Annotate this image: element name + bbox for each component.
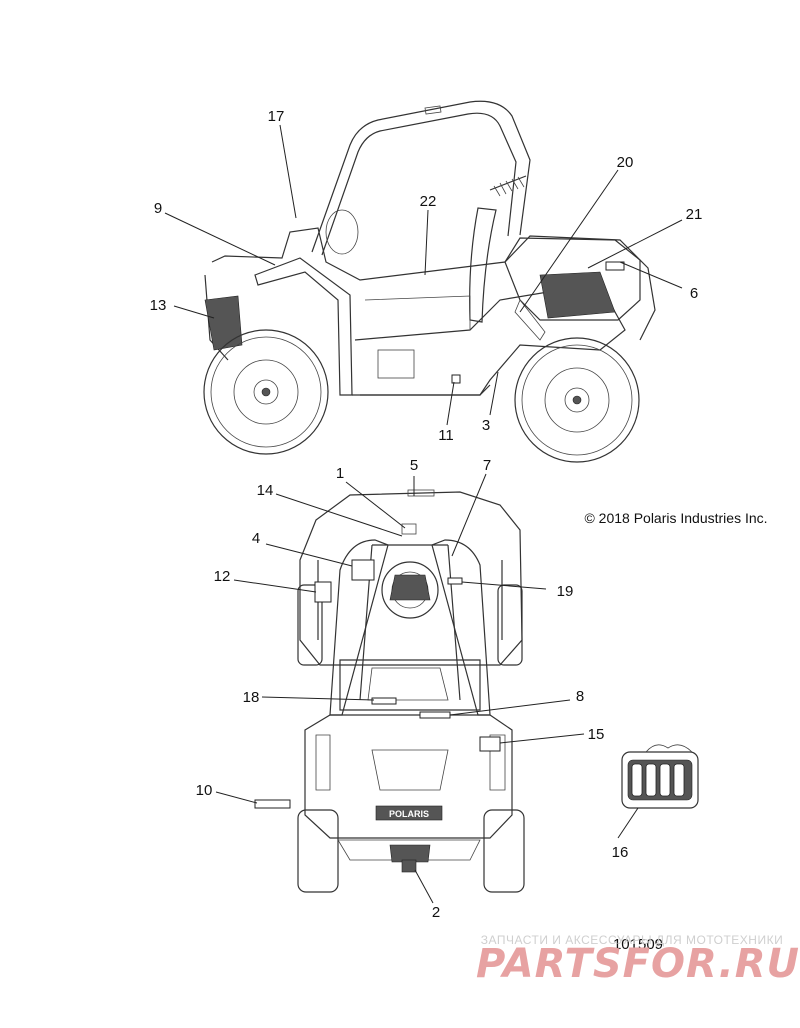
callout-19: 19 — [557, 583, 574, 600]
decal-top-12 — [314, 581, 332, 603]
vehicle-top-view: POLARIS — [297, 489, 525, 893]
front-wheel — [203, 329, 329, 455]
decal-top-19 — [447, 577, 463, 585]
decal-sheet-16 — [621, 744, 699, 809]
callout-7: 7 — [483, 457, 491, 474]
figure-number: 101509 — [613, 936, 663, 953]
callout-1: 1 — [336, 465, 344, 482]
rear-wheel — [514, 337, 640, 463]
callout-2: 2 — [432, 904, 440, 921]
decal-top-15 — [479, 736, 501, 752]
decal-side-11 — [451, 374, 461, 384]
callout-22: 22 — [420, 193, 437, 210]
callout-5: 5 — [410, 457, 418, 474]
decal-top-18 — [371, 697, 397, 705]
callout-12: 12 — [214, 568, 231, 585]
callout-11: 11 — [438, 427, 454, 444]
shock-spring — [489, 175, 527, 197]
vehicle-side-view — [203, 100, 656, 463]
callout-20: 20 — [617, 154, 634, 171]
callout-3: 3 — [482, 417, 490, 434]
callout-15: 15 — [588, 726, 605, 743]
front-badge-text: POLARIS — [389, 809, 429, 819]
callout-4: 4 — [252, 530, 260, 547]
leader-lines — [164, 124, 683, 904]
copyright-notice: © 2018 Polaris Industries Inc. — [584, 510, 767, 526]
callout-18: 18 — [243, 689, 260, 706]
decal-10 — [254, 799, 291, 809]
callout-17: 17 — [268, 108, 285, 125]
callout-14: 14 — [257, 482, 274, 499]
decal-side-6 — [605, 261, 625, 271]
callout-13: 13 — [150, 297, 167, 314]
decal-top-8 — [419, 711, 451, 719]
callout-6: 6 — [690, 285, 698, 302]
callouts: 17 9 22 20 21 6 13 11 3 1 5 7 14 4 12 19… — [150, 108, 703, 921]
front-badge — [375, 805, 443, 821]
callout-10: 10 — [196, 782, 213, 799]
callout-9: 9 — [154, 200, 162, 217]
decal-top-4 — [351, 559, 375, 581]
callout-21: 21 — [686, 206, 703, 223]
watermark-brand: PARTSFOR.RU — [476, 941, 800, 987]
callout-16: 16 — [612, 844, 629, 861]
watermark-caption: ЗАПЧАСТИ И АКСЕССУАРЫ ДЛЯ МОТОТЕХНИКИ — [481, 933, 783, 947]
callout-8: 8 — [576, 688, 584, 705]
